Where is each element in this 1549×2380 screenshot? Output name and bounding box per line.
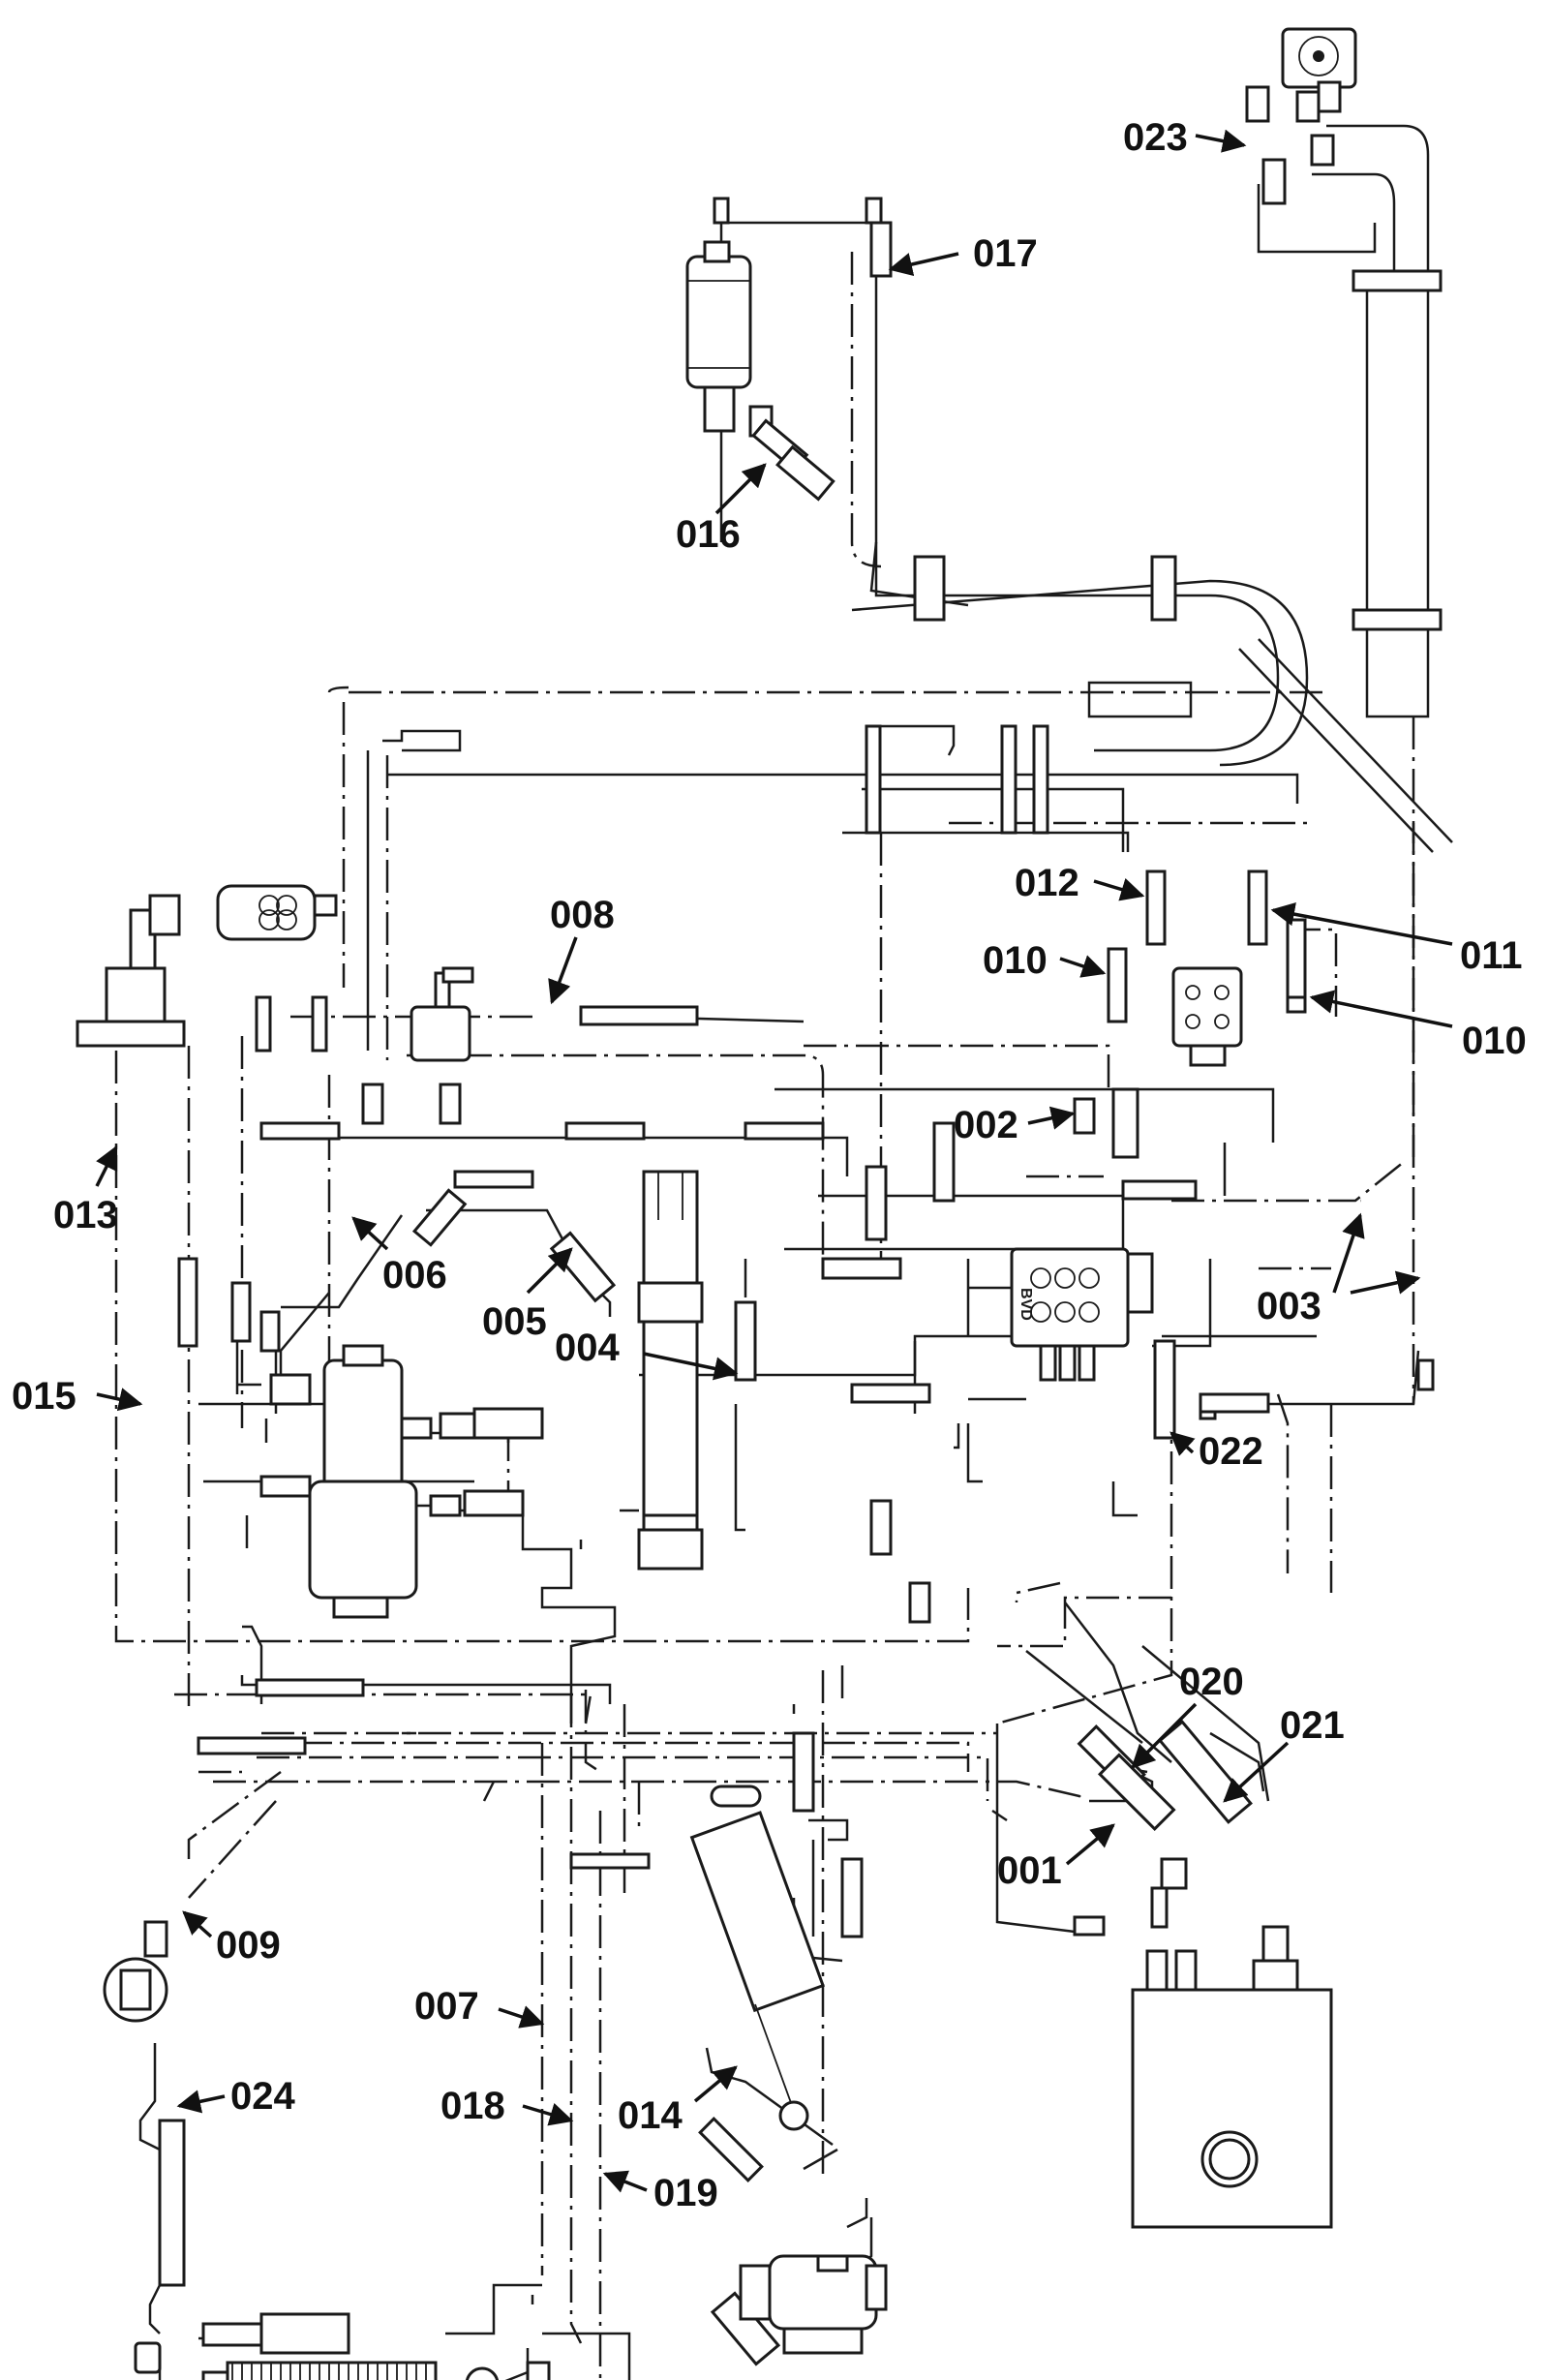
control-valve: BVD bbox=[1010, 1247, 1154, 1382]
label-010-left: 010 bbox=[983, 939, 1048, 982]
steering-cylinder bbox=[689, 1785, 826, 2131]
label-021: 021 bbox=[1280, 1704, 1345, 1747]
label-007: 007 bbox=[414, 1985, 479, 2028]
label-013: 013 bbox=[53, 1194, 118, 1236]
hydraulic-tank bbox=[1131, 1857, 1333, 2229]
label-015: 015 bbox=[12, 1375, 76, 1418]
label-020: 020 bbox=[1179, 1661, 1244, 1703]
label-018: 018 bbox=[440, 2085, 505, 2127]
label-023: 023 bbox=[1123, 116, 1188, 159]
label-016: 016 bbox=[676, 513, 741, 556]
priority-valve bbox=[1171, 966, 1243, 1067]
lift-cylinder bbox=[637, 1170, 704, 1571]
label-009: 009 bbox=[216, 1924, 281, 1967]
label-004: 004 bbox=[555, 1327, 620, 1369]
label-012: 012 bbox=[1015, 862, 1079, 904]
valve-marking: BVD bbox=[1017, 1288, 1034, 1321]
label-014: 014 bbox=[618, 2094, 683, 2137]
filter-cylinder bbox=[685, 197, 893, 502]
label-003: 003 bbox=[1257, 1285, 1321, 1327]
clamps bbox=[255, 269, 1443, 1053]
label-022: 022 bbox=[1199, 1430, 1263, 1473]
left-motor bbox=[76, 884, 338, 1048]
label-002: 002 bbox=[954, 1104, 1018, 1146]
label-008: 008 bbox=[550, 894, 615, 936]
label-017: 017 bbox=[973, 232, 1038, 275]
label-024: 024 bbox=[230, 2075, 295, 2118]
steering-unit bbox=[361, 966, 474, 1125]
label-011: 011 bbox=[1460, 934, 1523, 977]
label-001: 001 bbox=[997, 1849, 1062, 1892]
brake-valve bbox=[103, 1920, 168, 2374]
hoses bbox=[158, 870, 1435, 2366]
oil-cooler bbox=[201, 2361, 551, 2380]
label-019: 019 bbox=[653, 2172, 718, 2214]
main-pump bbox=[259, 1344, 544, 1619]
travel-motor bbox=[739, 2254, 888, 2355]
label-005: 005 bbox=[482, 1300, 547, 1343]
label-010-right: 010 bbox=[1462, 1020, 1527, 1062]
part-labels: 023 017 016 012 011 010 010 008 002 013 … bbox=[12, 116, 1527, 2214]
top-motor bbox=[1245, 27, 1357, 205]
label-006: 006 bbox=[382, 1254, 447, 1297]
